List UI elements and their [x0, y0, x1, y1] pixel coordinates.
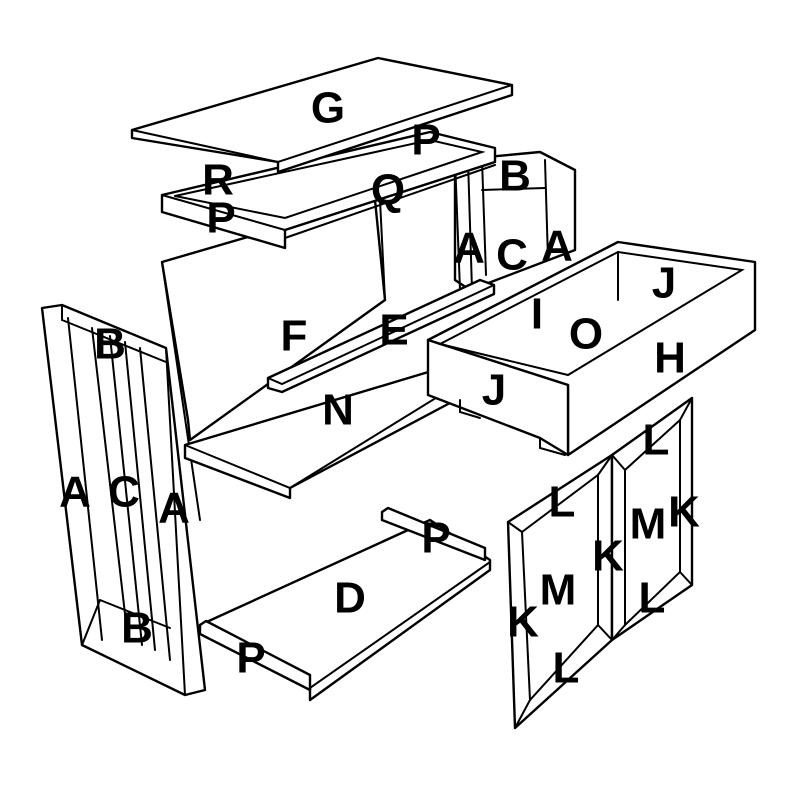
label-bottom-panel: D — [334, 574, 366, 623]
label-right-door-stile-outer: K — [668, 488, 700, 537]
label-top: G — [311, 84, 345, 133]
label-right-door-rail-top: L — [643, 416, 670, 465]
label-left-door-rail-top: L — [549, 478, 576, 527]
label-left-side-slats: C — [108, 468, 140, 517]
label-drawer-divider: I — [531, 290, 543, 339]
label-left-door-panel: M — [540, 566, 577, 615]
left-side-assembly — [40, 303, 207, 697]
drawer-runner — [266, 278, 496, 394]
label-left-door-stile-inner: K — [592, 532, 624, 581]
label-top-frame-corner: R — [202, 156, 234, 205]
right-side-assembly — [379, 150, 577, 301]
label-right-door-panel: M — [630, 500, 667, 549]
label-left-side-stile-right: A — [158, 484, 190, 533]
label-bottom-cleat-front: P — [236, 634, 265, 683]
label-drawer-front: H — [654, 334, 686, 383]
label-bottom-cleat-back: P — [421, 514, 450, 563]
label-drawer-back: J — [652, 259, 676, 308]
drawer — [426, 240, 757, 457]
label-right-side-slats: C — [496, 231, 528, 280]
label-left-door-rail-bottom: L — [553, 644, 580, 693]
label-right-side-stile-right: A — [541, 222, 573, 271]
label-drawer-runner: E — [379, 306, 408, 355]
label-middle-shelf: N — [322, 386, 354, 435]
label-top-frame-center: Q — [371, 166, 405, 215]
label-right-side-rail: B — [499, 152, 531, 201]
part-labels: G P R Q P B A C A F E N B A C A B D P P … — [59, 84, 700, 693]
label-left-side-stile-left: A — [59, 468, 91, 517]
label-left-side-rail-bottom: B — [121, 604, 153, 653]
label-top-frame-front: P — [206, 194, 235, 243]
label-right-door-rail-bottom: L — [639, 574, 666, 623]
label-drawer-side: J — [482, 366, 506, 415]
top-panel — [130, 56, 514, 174]
right-door — [610, 396, 694, 642]
label-left-door-stile-outer: K — [507, 598, 539, 647]
label-drawer-bottom: O — [569, 310, 603, 359]
bottom-panel — [198, 506, 492, 702]
top-frame — [160, 130, 497, 250]
label-right-side-stile-left: A — [453, 224, 485, 273]
label-left-side-rail-top: B — [94, 320, 126, 369]
label-top-frame-back: P — [411, 116, 440, 165]
label-back-panel: F — [281, 312, 308, 361]
